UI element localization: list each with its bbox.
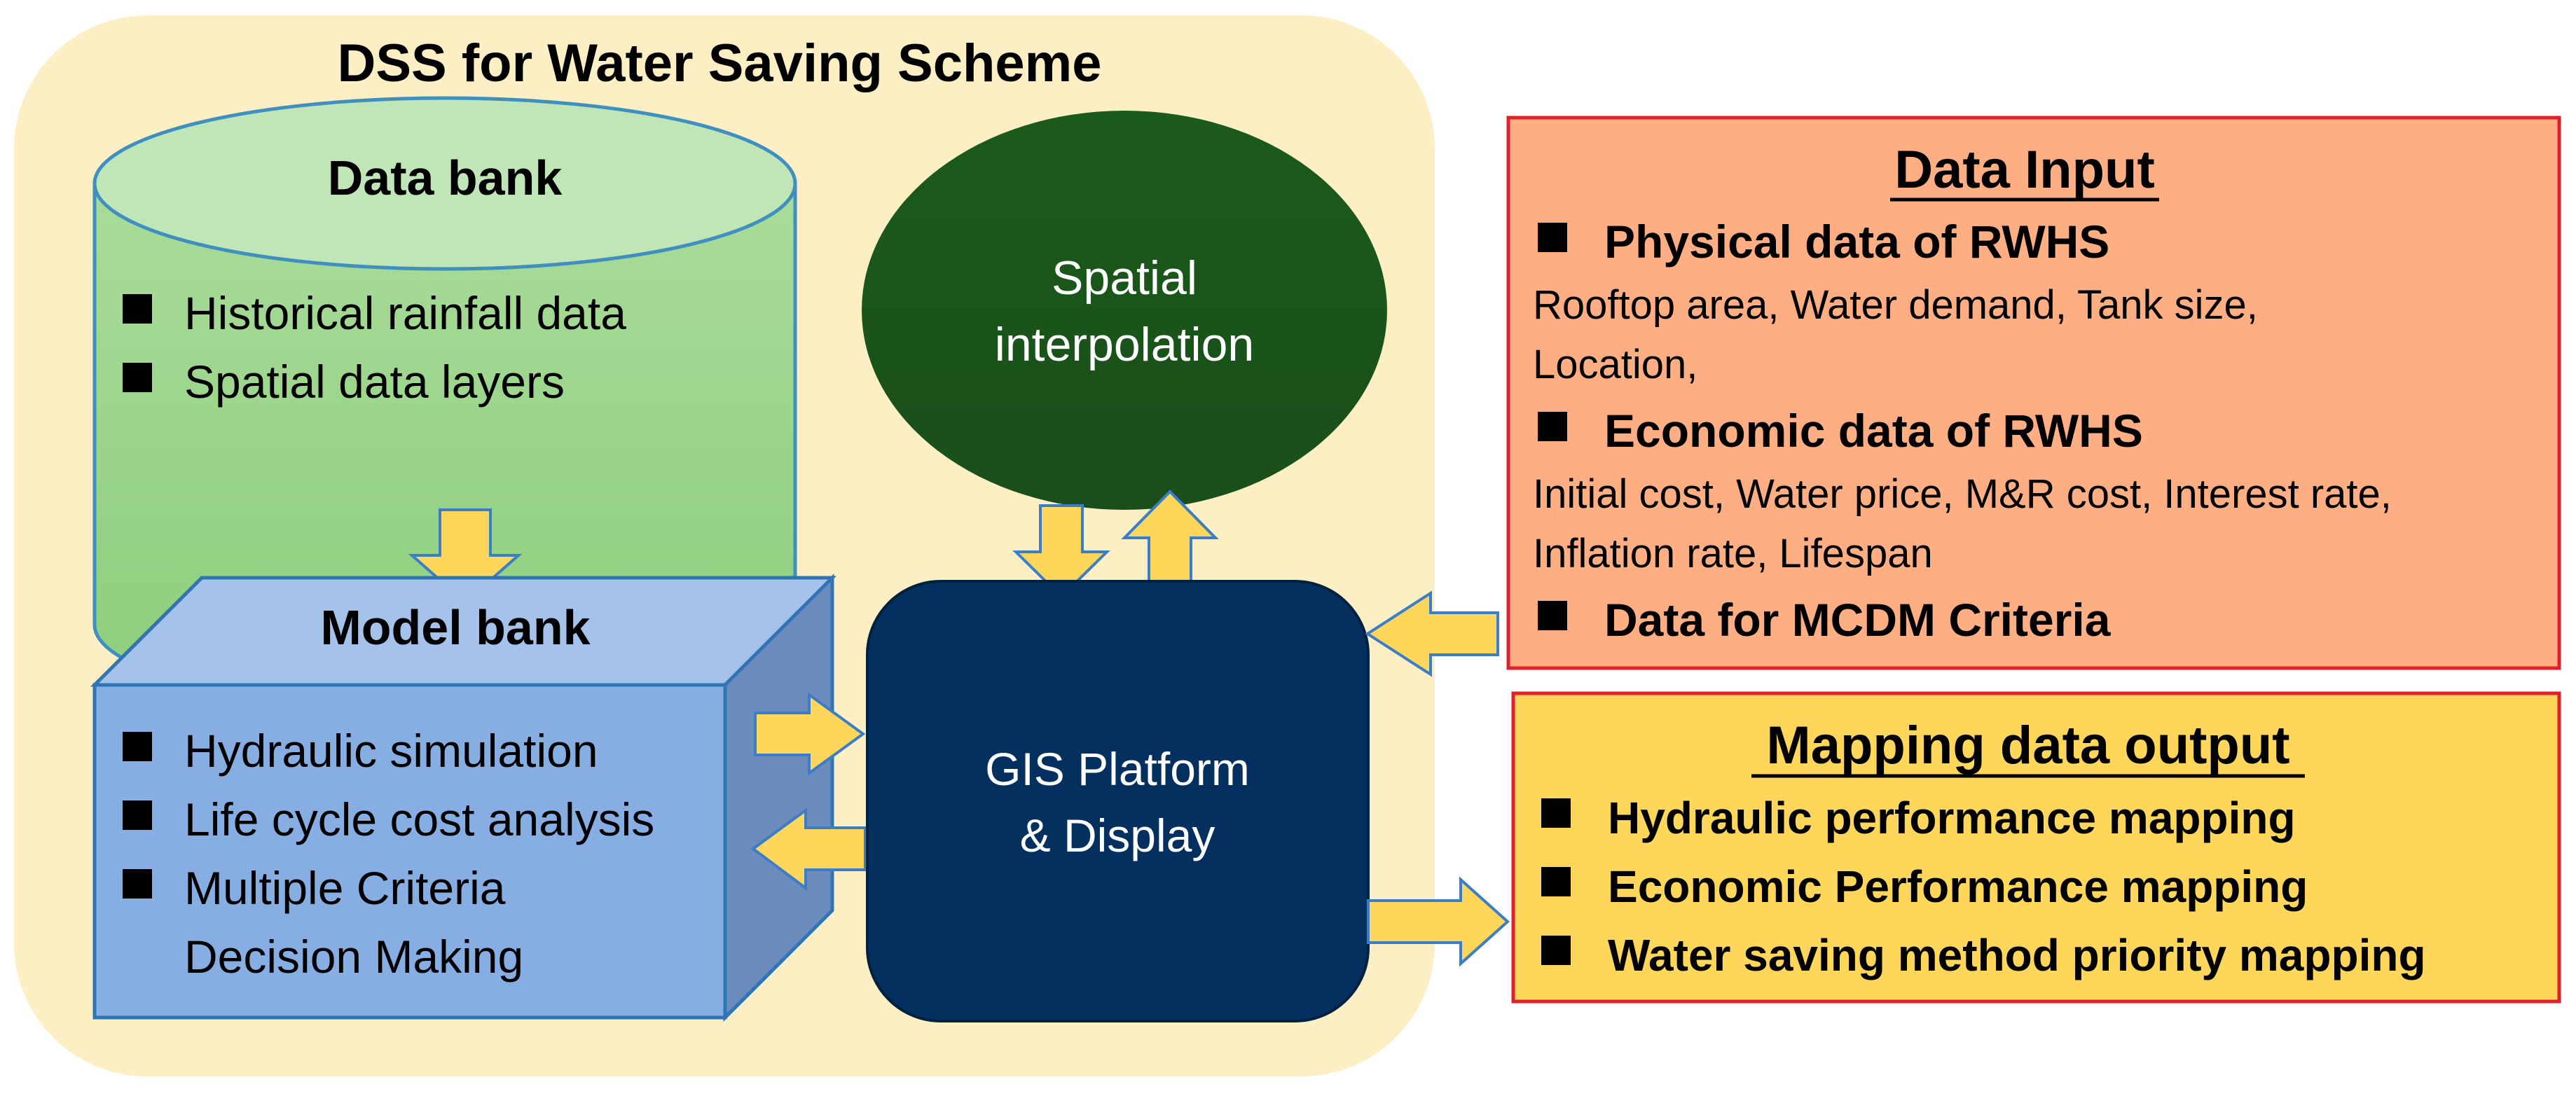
model-bank-item-2: Life cycle cost analysis [184,793,654,845]
physical-line-2: Location, [1533,342,1697,387]
arrow-model-to-gis [754,692,866,776]
model-bank-item-3-continuation: Decision Making [184,931,523,983]
spatial-label-line-1: Spatial [1052,251,1197,305]
spatial-interpolation-ellipse [862,111,1387,510]
mapping-bullet-3 [1541,936,1571,965]
mcdm-bullet [1538,601,1567,630]
economic-bullet [1538,412,1567,441]
gis-label-line-1: GIS Platform [985,743,1250,795]
mapping-bullet-2 [1541,867,1571,896]
arrow-input-to-gis [1365,590,1499,677]
economic-line-2: Inflation rate, Lifespan [1533,531,1933,576]
model-bank-bullet-2 [123,800,152,830]
arrow-spatial-to-gis [1012,504,1110,599]
model-bank-item-3: Multiple Criteria [184,862,506,914]
mapping-item-3: Water saving method priority mapping [1608,930,2426,980]
arrow-gis-to-output [1367,876,1510,967]
mapping-item-1: Hydraulic performance mapping [1608,793,2296,843]
data-bank-top [92,96,797,271]
arrow-gis-to-spatial [1121,490,1219,586]
data-input-box [1506,116,2561,670]
model-bank-title: Model bank [320,600,590,655]
physical-heading: Physical data of RWHS [1604,216,2109,268]
physical-line-1: Rooftop area, Water demand, Tank size, [1533,282,2258,328]
data-bank-bullet-1 [123,294,152,324]
data-bank-title: Data bank [328,151,563,205]
data-input-title: Data Input [1894,140,2155,200]
mapping-bullet-1 [1541,798,1571,828]
dss-title: DSS for Water Saving Scheme [337,34,1101,93]
physical-bullet [1538,223,1567,252]
data-bank-item-1: Historical rainfall data [184,287,626,339]
mapping-output-box [1511,691,2561,1004]
economic-heading: Economic data of RWHS [1604,405,2143,457]
arrow-gis-to-model [750,807,867,891]
gis-platform-box [866,580,1370,1022]
mcdm-heading: Data for MCDM Criteria [1604,594,2112,646]
data-bank-bullet-2 [123,363,152,392]
data-bank-item-2: Spatial data layers [184,356,565,408]
spatial-label-line-2: interpolation [995,318,1254,371]
model-bank-box [90,573,837,1022]
gis-label-line-2: & Display [1020,810,1215,861]
model-bank-front-face [92,683,727,1020]
mapping-item-2: Economic Performance mapping [1608,861,2308,912]
model-bank-item-1: Hydraulic simulation [184,725,598,777]
economic-line-1: Initial cost, Water price, M&R cost, Int… [1533,471,2392,517]
model-bank-bullet-1 [123,732,152,761]
mapping-output-title: Mapping data output [1766,716,2289,775]
model-bank-bullet-3 [123,869,152,899]
